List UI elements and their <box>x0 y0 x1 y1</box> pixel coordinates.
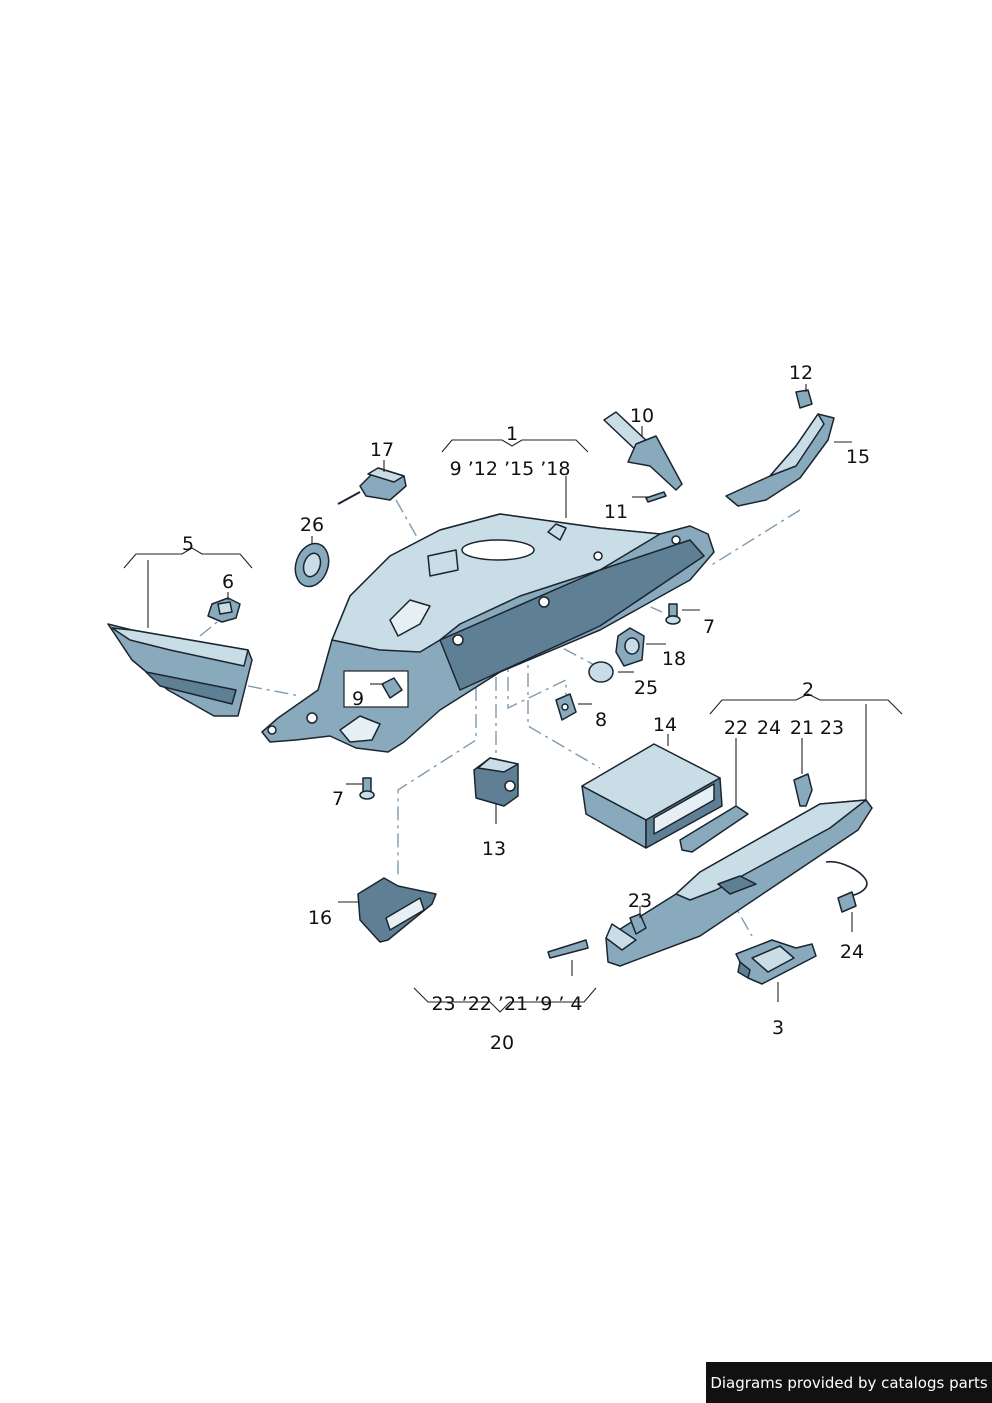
small-bracket <box>555 693 577 721</box>
label-18: 18 <box>662 648 686 670</box>
credit-text: Diagrams provided by catalogs parts <box>710 1373 988 1392</box>
label-12: 12 <box>789 362 813 384</box>
credit-banner: Diagrams provided by catalogs parts <box>706 1362 992 1403</box>
connector-24 <box>825 860 868 913</box>
leader-lines <box>123 384 903 1013</box>
switch-13 <box>473 757 519 807</box>
clip-23 <box>629 913 647 935</box>
label-5: 5 <box>182 533 194 555</box>
trim-strip <box>725 413 835 507</box>
label-2-sub-23: 23 <box>820 717 844 739</box>
label-2-sub-24: 24 <box>757 717 781 739</box>
latch-strip <box>679 805 749 853</box>
screw-upper <box>665 603 681 625</box>
side-cover <box>107 623 253 717</box>
compartment-16 <box>357 877 437 943</box>
label-7-lower: 7 <box>332 788 344 810</box>
screw-lower <box>359 777 375 800</box>
lock-mechanism <box>735 939 817 985</box>
label-6: 6 <box>222 571 234 593</box>
storage-box <box>581 743 723 849</box>
label-20-sub: 23 ’22 ’21 ’9 ’ 4 <box>431 993 582 1015</box>
label-23: 23 <box>628 890 652 912</box>
clip-12 <box>795 389 813 409</box>
label-15: 15 <box>846 446 870 468</box>
part-labels: 1 9 ’12 ’15 ’18 2 22 24 21 23 3 5 6 7 7 … <box>182 362 870 1054</box>
grille-disc <box>294 542 330 588</box>
glovebox-lid <box>605 799 873 967</box>
bolt-21 <box>793 773 813 807</box>
label-8: 8 <box>595 709 607 731</box>
pin-11 <box>645 491 667 503</box>
label-2-sub-21: 21 <box>790 717 814 739</box>
label-2: 2 <box>802 679 814 701</box>
label-1: 1 <box>506 423 518 445</box>
label-9: 9 <box>352 688 364 710</box>
label-14: 14 <box>653 714 677 736</box>
label-17: 17 <box>370 439 394 461</box>
pin-4 <box>547 939 589 959</box>
lock-cylinder <box>615 627 645 667</box>
round-cap <box>588 661 614 683</box>
label-13: 13 <box>482 838 506 860</box>
label-26: 26 <box>300 514 324 536</box>
label-11: 11 <box>604 501 628 523</box>
label-3: 3 <box>772 1017 784 1039</box>
label-16: 16 <box>308 907 332 929</box>
label-24: 24 <box>840 941 864 963</box>
clip <box>207 597 241 623</box>
sensor-17 <box>337 467 407 505</box>
label-20: 20 <box>490 1032 514 1054</box>
inset-box <box>343 670 409 708</box>
label-10: 10 <box>630 405 654 427</box>
label-1-sub: 9 ’12 ’15 ’18 <box>450 458 571 480</box>
label-25: 25 <box>634 677 658 699</box>
actuator <box>603 411 683 491</box>
label-2-sub-22: 22 <box>724 717 748 739</box>
glovebox-housing <box>261 513 715 753</box>
label-7-upper: 7 <box>703 616 715 638</box>
